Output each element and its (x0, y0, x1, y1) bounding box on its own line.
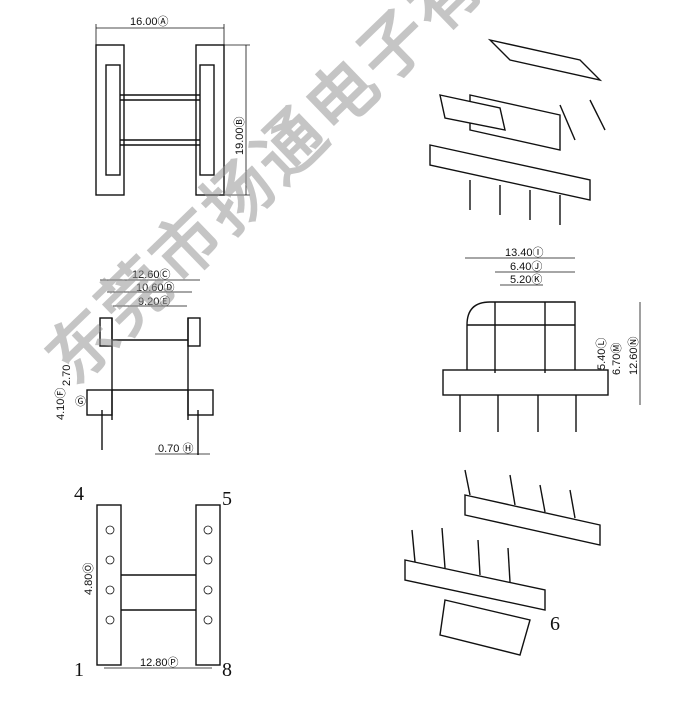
dim-n: 12.60Ⓝ (627, 336, 640, 375)
dim-j: 6.40Ⓙ (510, 260, 542, 273)
pin-label-5: 5 (222, 488, 232, 510)
top-view: 16.00Ⓐ 19.00Ⓑ (95, 15, 250, 196)
dim-d: 10.60Ⓓ (136, 281, 175, 294)
dim-c: 12.60Ⓒ (132, 268, 171, 281)
dim-p: 12.80Ⓟ (140, 656, 179, 669)
iso-view-2: 6 (404, 469, 601, 656)
pin-label-8: 8 (222, 659, 232, 681)
dim-height: 19.00Ⓑ (233, 116, 246, 155)
front-view: 13.40Ⓘ 6.40Ⓙ 5.20Ⓚ 5.40Ⓛ 6.70Ⓜ 12.60Ⓝ (442, 246, 641, 432)
dim-i: 13.40Ⓘ (505, 246, 544, 259)
dim-width: 16.00Ⓐ (130, 15, 169, 28)
dim-270: 2.70 (61, 365, 73, 386)
pin-label-6: 6 (550, 613, 560, 635)
dim-o: 4.80Ⓞ (82, 563, 95, 595)
dim-l: 5.40Ⓛ (595, 338, 608, 370)
pin-label-1: 1 (74, 659, 84, 681)
dim-h: 0.70 Ⓗ (158, 442, 193, 455)
side-view: 12.60Ⓒ 10.60Ⓓ 9.20Ⓔ 2.70 4.10Ⓕ Ⓖ 0.70 Ⓗ (54, 268, 214, 455)
dim-k: 5.20Ⓚ (510, 273, 542, 286)
dim-m: 6.70Ⓜ (610, 343, 623, 375)
pin-label-4: 4 (74, 483, 84, 505)
dim-e: 9.20Ⓔ (138, 295, 170, 308)
bottom-view: 12.80Ⓟ 4.80Ⓞ 4 5 1 8 (74, 483, 232, 681)
dim-f: 4.10Ⓕ (54, 388, 67, 420)
dim-g: Ⓖ (75, 395, 86, 408)
iso-view-1 (429, 38, 606, 225)
